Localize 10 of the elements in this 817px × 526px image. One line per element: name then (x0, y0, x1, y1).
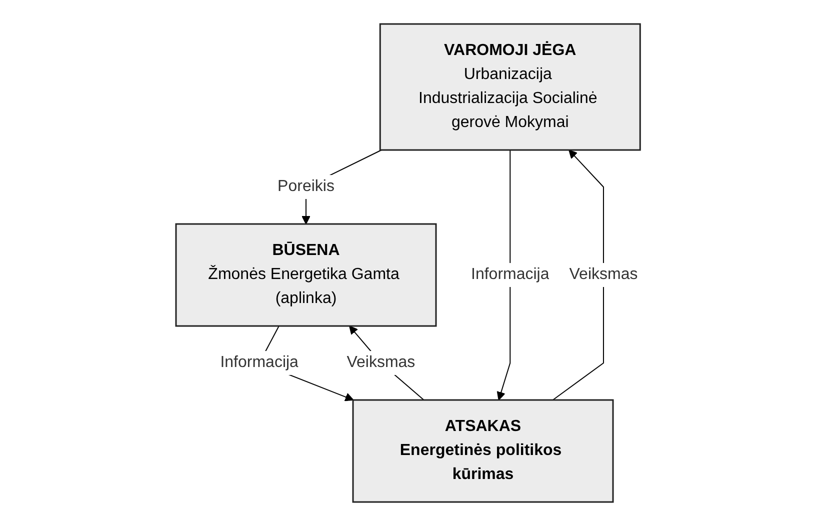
edge-label: Poreikis (278, 178, 335, 195)
edge-label: Veiksmas (570, 266, 638, 283)
node-box: VAROMOJI JĖGA Urbanizacija Industrializacija Socialinė gerovė Mokymai (380, 23, 642, 151)
edge-label: Veiksmas (347, 354, 416, 371)
node-box: ATSAKAS Energetinės politikos kūrimas (352, 399, 614, 503)
node-box: BŪSENA Žmonės Energetika Gamta (aplinka) (176, 223, 438, 327)
edge-label: Informacija (471, 266, 550, 283)
edge-label: Informacija (220, 354, 299, 371)
arrow (497, 150, 512, 400)
arrow (552, 150, 604, 400)
